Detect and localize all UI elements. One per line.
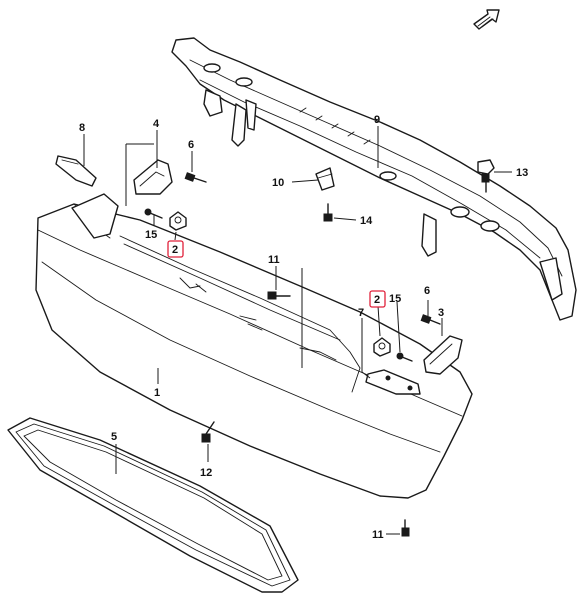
- rear-bumper-part: [35, 193, 473, 499]
- bolt-part-11-lower: [401, 519, 410, 537]
- bolt-part-6-right: [420, 314, 441, 325]
- callout-2-right: 2: [374, 294, 380, 306]
- right-side-bracket-part: [365, 369, 421, 395]
- callout-5: 5: [111, 431, 117, 443]
- highlight-box-2-left: [167, 240, 184, 258]
- callout-15-left: 15: [145, 229, 157, 241]
- bolt-part-6-left: [184, 172, 207, 183]
- callout-1: 1: [154, 387, 160, 399]
- callout-10: 10: [272, 177, 284, 189]
- callout-15-right: 15: [389, 293, 401, 305]
- clip-part-2-right: [373, 337, 391, 357]
- callout-9: 9: [374, 114, 380, 126]
- clip-part-10: [315, 167, 335, 191]
- side-bracket-part: [55, 155, 97, 187]
- callout-6-right: 6: [424, 285, 430, 297]
- clip-part-2-left: [169, 211, 187, 231]
- callout-2-left: 2: [172, 244, 178, 256]
- callout-11-upper: 11: [268, 254, 280, 266]
- left-bracket-part: [133, 159, 173, 195]
- front-arrow-icon: [473, 9, 500, 30]
- lower-garnish-part: [7, 417, 299, 593]
- leader-lines: [83, 126, 512, 535]
- screw-part-15-right: [396, 352, 413, 362]
- callout-6-left: 6: [188, 139, 194, 151]
- callout-11-lower: 11: [372, 529, 384, 541]
- callout-7: 7: [358, 307, 364, 319]
- callout-13: 13: [516, 167, 528, 179]
- callout-14: 14: [360, 215, 373, 227]
- bolt-part-12: [201, 421, 215, 443]
- screw-part-15-left: [144, 208, 163, 219]
- callout-3: 3: [438, 307, 444, 319]
- highlight-box-2-right: [369, 290, 386, 308]
- bolt-part-11-upper: [267, 291, 291, 300]
- callout-8: 8: [79, 122, 85, 134]
- bolt-part-13: [477, 159, 495, 193]
- callout-labels: 8 4 6 9 10 13 14 15 2 11 2 15 6 3 7 1 5 …: [79, 114, 528, 541]
- callout-4: 4: [153, 118, 160, 130]
- right-bracket-part: [423, 335, 463, 375]
- bolt-part-14: [323, 203, 333, 222]
- callout-12: 12: [200, 467, 212, 479]
- rear-member-part: [171, 37, 577, 321]
